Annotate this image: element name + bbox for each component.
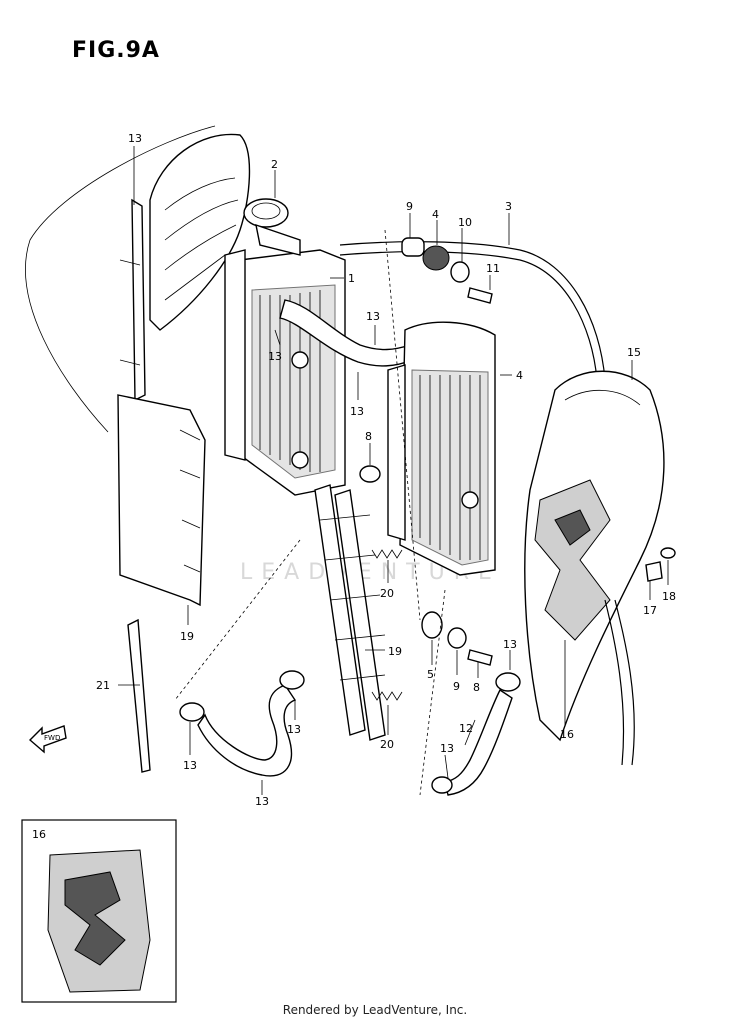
breather-hose-part[interactable] bbox=[604, 599, 635, 766]
radiator-left-part[interactable] bbox=[224, 249, 346, 496]
callout-c12: 13 bbox=[350, 405, 364, 418]
callout-c6: 9 bbox=[406, 200, 413, 213]
callout-c21: 21 bbox=[96, 679, 110, 692]
callout-c7: 10 bbox=[458, 216, 472, 229]
callout-c8a: 11 bbox=[486, 262, 500, 275]
callout-c10: 12 bbox=[459, 722, 473, 735]
callout-c20a: 20 bbox=[380, 587, 394, 600]
leader-lines bbox=[118, 146, 669, 795]
callout-c9b: 9 bbox=[453, 680, 460, 693]
side-panel-left-part[interactable] bbox=[117, 394, 206, 607]
washer-9-upper-part[interactable] bbox=[359, 465, 381, 483]
shroud-right-part[interactable] bbox=[524, 370, 665, 742]
radiator-cap-part[interactable] bbox=[243, 198, 301, 256]
forward-arrow-label: FWD bbox=[44, 734, 60, 742]
footer-credit: Rendered by LeadVenture, Inc. bbox=[282, 1003, 468, 1017]
callout-c19b: 19 bbox=[388, 645, 402, 658]
callout-c3: 3 bbox=[505, 200, 512, 213]
shroud-louver-part[interactable] bbox=[25, 125, 251, 433]
washer-18-part[interactable] bbox=[660, 547, 676, 559]
callout-c17: 17 bbox=[643, 604, 657, 617]
callout-c13d-text: 13 bbox=[440, 742, 454, 755]
decal-graphic-part[interactable] bbox=[534, 479, 611, 641]
callout-c16: 16 bbox=[560, 728, 574, 741]
callout-c19a: 19 bbox=[180, 630, 194, 643]
bolt-17-part[interactable] bbox=[645, 561, 663, 582]
inset-box: 16 bbox=[21, 819, 177, 1003]
inset-label: 16 bbox=[32, 828, 46, 841]
mesh-guard-part[interactable] bbox=[314, 484, 386, 741]
callout-c13b: 13 bbox=[268, 350, 282, 363]
callout-c8b: 8 bbox=[473, 681, 480, 694]
grommet-upper-part[interactable] bbox=[401, 237, 493, 304]
lower-hose-left-part[interactable] bbox=[179, 670, 305, 777]
callout-c5b: 5 bbox=[427, 668, 434, 681]
cable-strap-part[interactable] bbox=[127, 618, 151, 773]
callout-c20b: 20 bbox=[380, 738, 394, 751]
callout-c9a: 8 bbox=[365, 430, 372, 443]
callout-c13e-text: 13 bbox=[287, 723, 301, 736]
callout-c14: 13 bbox=[128, 132, 142, 145]
figure-title: FIG.9A bbox=[72, 38, 160, 63]
callout-c13a: 13 bbox=[366, 310, 380, 323]
callout-c13f-text: 13 bbox=[183, 759, 197, 772]
radiator-right-part[interactable] bbox=[387, 321, 496, 576]
grommet-lower-part[interactable] bbox=[421, 611, 493, 666]
callout-c11: 13 bbox=[255, 795, 269, 808]
callout-c2: 2 bbox=[271, 158, 278, 171]
spring-lower-part[interactable] bbox=[371, 691, 403, 701]
callout-c1: 1 bbox=[348, 272, 355, 285]
forward-arrow-icon: FWD bbox=[28, 725, 67, 754]
callout-c15: 15 bbox=[627, 346, 641, 359]
overflow-hose-part[interactable] bbox=[339, 241, 606, 381]
callout-c4-text: 4 bbox=[516, 369, 523, 382]
callout-labels: 13 2 1 3 9 4 10 11 4 13 13 13 8 20 15 16… bbox=[96, 132, 676, 808]
lower-hose-right-part[interactable] bbox=[431, 672, 521, 796]
callout-c13c: 13 bbox=[503, 638, 517, 651]
callout-c18: 18 bbox=[662, 590, 676, 603]
callout-c5a: 4 bbox=[432, 208, 439, 221]
spring-upper-part[interactable] bbox=[371, 549, 403, 559]
